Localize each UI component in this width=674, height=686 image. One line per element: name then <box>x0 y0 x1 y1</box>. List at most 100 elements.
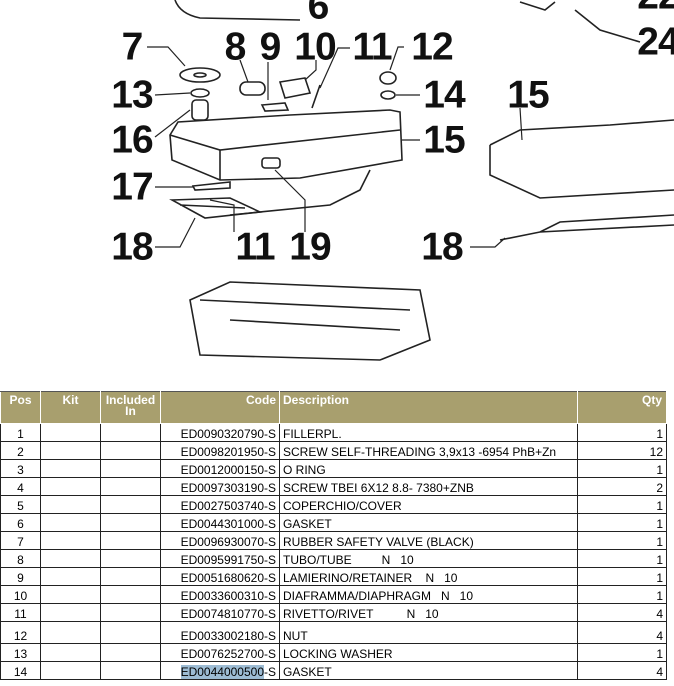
cell-code: ED0074810770-S <box>160 603 280 622</box>
callout-16: 16 <box>111 118 153 162</box>
cell-qty: 1 <box>577 513 667 532</box>
cell-kit <box>40 643 101 662</box>
callout-15b: 15 <box>423 118 465 162</box>
cell-kit <box>40 531 101 550</box>
cell-qty: 4 <box>577 661 667 680</box>
cell-description: FILLERPL. <box>279 423 578 442</box>
cell-kit <box>40 661 101 680</box>
cell-qty: 1 <box>577 495 667 514</box>
callout-7: 7 <box>121 25 144 69</box>
cell-description: DIAFRAMMA/DIAPHRAGM N 10 <box>279 585 578 604</box>
cell-included <box>100 643 161 662</box>
cell-included <box>100 459 161 478</box>
cell-code: ED0044301000-S <box>160 513 280 532</box>
cell-pos: 6 <box>0 513 41 532</box>
cell-pos: 4 <box>0 477 41 496</box>
cell-qty: 1 <box>577 423 667 442</box>
callout-24: 24 <box>637 20 674 64</box>
cell-description: LAMIERINO/RETAINER N 10 <box>279 567 578 586</box>
cell-code: ED0090320790-S <box>160 423 280 442</box>
header-pos[interactable]: Pos <box>0 391 41 424</box>
cell-pos: 1 <box>0 423 41 442</box>
callout-14: 14 <box>423 73 465 117</box>
cell-included <box>100 567 161 586</box>
cell-included <box>100 661 161 680</box>
cell-code: ED0033600310-S <box>160 585 280 604</box>
cell-kit <box>40 477 101 496</box>
callout-15: 15 <box>507 73 549 117</box>
cell-qty: 1 <box>577 531 667 550</box>
cell-qty: 4 <box>577 621 667 644</box>
callout-10: 10 <box>294 25 336 69</box>
cell-pos: 2 <box>0 441 41 460</box>
callout-9: 9 <box>259 25 282 69</box>
cell-description: NUT <box>279 621 578 644</box>
callout-22: 22 <box>637 0 674 16</box>
exploded-parts-diagram: 6 22 24 7 8 9 10 11 12 13 14 15 16 15 17… <box>111 0 674 361</box>
cell-description: SCREW TBEI 6X12 8.8- 7380+ZNB <box>279 477 578 496</box>
cell-kit <box>40 423 101 442</box>
cell-included <box>100 495 161 514</box>
cell-description: TUBO/TUBE N 10 <box>279 549 578 568</box>
cell-qty: 4 <box>577 603 667 622</box>
cell-pos: 12 <box>0 621 41 644</box>
callout-13: 13 <box>111 73 153 117</box>
table-header-row: Pos Kit Included In Code Description Qty <box>0 391 667 424</box>
header-description[interactable]: Description <box>279 391 578 424</box>
cell-code: ED0033002180-S <box>160 621 280 644</box>
cell-included <box>100 621 161 644</box>
cell-code: ED0096930070-S <box>160 531 280 550</box>
cell-pos: 3 <box>0 459 41 478</box>
callout-18b: 18 <box>421 225 463 269</box>
cell-code: ED0076252700-S <box>160 643 280 662</box>
cell-kit <box>40 495 101 514</box>
cell-code: ED0027503740-S <box>160 495 280 514</box>
callout-18: 18 <box>111 225 153 269</box>
cell-included <box>100 549 161 568</box>
cell-kit <box>40 603 101 622</box>
cell-included <box>100 423 161 442</box>
cell-pos: 7 <box>0 531 41 550</box>
cell-code: ED0098201950-S <box>160 441 280 460</box>
cell-qty: 1 <box>577 549 667 568</box>
cell-description: SCREW SELF-THREADING 3,9x13 -6954 PhB+Zn <box>279 441 578 460</box>
cell-kit <box>40 549 101 568</box>
header-code[interactable]: Code <box>160 391 280 424</box>
cell-pos: 8 <box>0 549 41 568</box>
cell-description: RUBBER SAFETY VALVE (BLACK) <box>279 531 578 550</box>
header-kit[interactable]: Kit <box>40 391 101 424</box>
cell-description: RIVETTO/RIVET N 10 <box>279 603 578 622</box>
callout-11b: 11 <box>235 225 275 269</box>
cell-code: ED0012000150-S <box>160 459 280 478</box>
selected-text: ED0044000500 <box>180 665 264 679</box>
cell-description: GASKET <box>279 513 578 532</box>
header-included-in[interactable]: Included In <box>100 391 161 424</box>
cell-included <box>100 603 161 622</box>
cell-kit <box>40 621 101 644</box>
cell-qty: 1 <box>577 567 667 586</box>
cell-included <box>100 531 161 550</box>
header-qty[interactable]: Qty <box>577 391 667 424</box>
cell-description: COPERCHIO/COVER <box>279 495 578 514</box>
cell-included <box>100 585 161 604</box>
parts-drawing <box>147 0 674 361</box>
cell-included <box>100 513 161 532</box>
cell-kit <box>40 585 101 604</box>
callout-19: 19 <box>289 225 331 269</box>
cell-pos: 11 <box>0 603 41 622</box>
cell-description: GASKET <box>279 661 578 680</box>
